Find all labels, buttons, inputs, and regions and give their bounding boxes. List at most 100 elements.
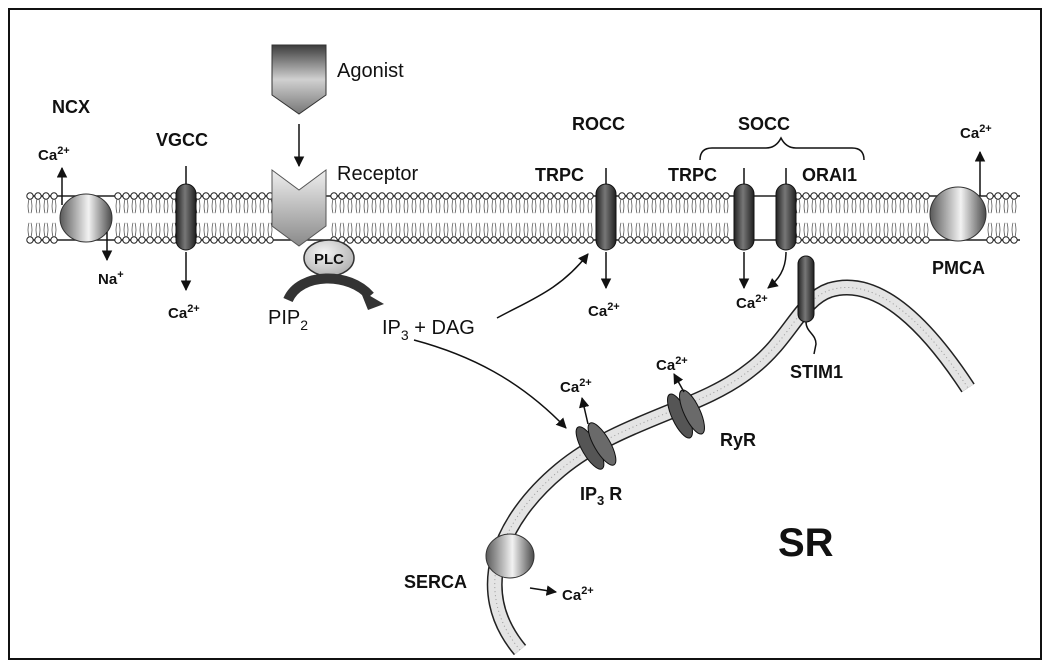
lipid-tail xyxy=(371,222,377,237)
lipid-head xyxy=(890,192,898,200)
lipid-tail xyxy=(995,222,1001,237)
lipid-tail xyxy=(163,199,169,214)
lipid-tail xyxy=(147,222,153,237)
lipid-head xyxy=(210,192,218,200)
lipid-head xyxy=(850,192,858,200)
lipid-tail xyxy=(723,199,729,214)
lipid-tail xyxy=(435,222,441,237)
lipid-head xyxy=(906,236,914,244)
lipid-tail xyxy=(403,222,409,237)
stim1-protein xyxy=(797,255,815,323)
lipid-head xyxy=(410,192,418,200)
lipid-head xyxy=(114,236,122,244)
lipid-head xyxy=(138,192,146,200)
lipid-tail xyxy=(347,199,353,214)
lipid-tail xyxy=(707,222,713,237)
receptor-protein xyxy=(271,169,327,247)
lipid-head xyxy=(922,236,930,244)
lipid-head xyxy=(418,192,426,200)
lipid-head xyxy=(42,192,50,200)
lipid-head xyxy=(210,236,218,244)
lipid-tail xyxy=(627,199,633,214)
lipid-tail xyxy=(171,222,177,237)
lipid-tail xyxy=(819,199,825,214)
lipid-tail xyxy=(467,222,473,237)
lipid-tail xyxy=(851,222,857,237)
plc-enzyme: PLC xyxy=(303,239,355,277)
lipid-head xyxy=(546,192,554,200)
lipid-head xyxy=(874,192,882,200)
lipid-head xyxy=(706,192,714,200)
lipid-head xyxy=(474,236,482,244)
lipid-tail xyxy=(1011,199,1017,214)
lipid-head xyxy=(154,192,162,200)
lipid-tail xyxy=(667,199,673,214)
lipid-tail xyxy=(539,222,545,237)
lipid-tail xyxy=(667,222,673,237)
lipid-tail xyxy=(555,222,561,237)
serca-pump xyxy=(485,533,535,579)
lipid-head xyxy=(666,192,674,200)
lipid-head xyxy=(514,192,522,200)
lipid-tail xyxy=(523,199,529,214)
lipid-head xyxy=(690,192,698,200)
lipid-tail xyxy=(643,222,649,237)
pip2-conversion-arrowhead xyxy=(360,290,384,310)
lipid-head xyxy=(466,192,474,200)
lipid-tail xyxy=(515,199,521,214)
lipid-tail xyxy=(987,199,993,214)
lipid-head xyxy=(986,192,994,200)
lipid-tail xyxy=(995,199,1001,214)
lipid-head xyxy=(650,236,658,244)
lipid-tail xyxy=(395,222,401,237)
vgcc-channel xyxy=(175,183,197,251)
lipid-head xyxy=(1010,236,1018,244)
lipid-head xyxy=(562,236,570,244)
serca-ca-arrow xyxy=(529,585,558,596)
ip3r-label: IP3 R xyxy=(580,484,622,508)
lipid-head xyxy=(370,236,378,244)
lipid-tail xyxy=(547,199,553,214)
lipid-tail xyxy=(443,199,449,214)
lipid-head xyxy=(402,192,410,200)
lipid-head xyxy=(26,192,34,200)
lipid-tail xyxy=(483,199,489,214)
lipid-head xyxy=(866,192,874,200)
lipid-tail xyxy=(419,222,425,237)
lipid-head xyxy=(618,236,626,244)
lipid-tail xyxy=(723,222,729,237)
lipid-tail xyxy=(643,199,649,214)
ncx-na-label: Na+ xyxy=(98,269,124,288)
lipid-tail xyxy=(619,199,625,214)
lipid-head xyxy=(498,192,506,200)
lipid-tail xyxy=(691,222,697,237)
lipid-head xyxy=(346,236,354,244)
lipid-tail xyxy=(379,222,385,237)
lipid-tail xyxy=(867,199,873,214)
pmca-label: PMCA xyxy=(932,258,985,278)
lipid-head xyxy=(162,192,170,200)
lipid-tail xyxy=(339,199,345,214)
lipid-head xyxy=(530,236,538,244)
lipid-tail xyxy=(51,222,57,237)
lipid-head xyxy=(386,236,394,244)
lipid-head xyxy=(714,192,722,200)
lipid-tail xyxy=(899,222,905,237)
lipid-tail xyxy=(899,199,905,214)
vgcc-ca-label: Ca2+ xyxy=(168,303,200,322)
lipid-tail xyxy=(235,222,241,237)
lipid-tail xyxy=(411,199,417,214)
lipid-head xyxy=(834,236,842,244)
lipid-tail xyxy=(507,199,513,214)
lipid-head xyxy=(226,192,234,200)
lipid-head xyxy=(370,192,378,200)
lipid-tail xyxy=(459,222,465,237)
lipid-head xyxy=(658,236,666,244)
lipid-tail xyxy=(811,222,817,237)
lipid-head xyxy=(50,192,58,200)
lipid-tail xyxy=(403,199,409,214)
lipid-tail xyxy=(147,199,153,214)
lipid-head xyxy=(690,236,698,244)
lipid-head xyxy=(402,236,410,244)
lipid-tail xyxy=(235,199,241,214)
